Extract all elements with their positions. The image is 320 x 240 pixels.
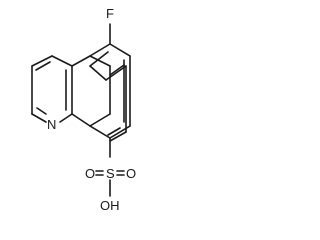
bond-c3-c4 (31, 55, 53, 67)
bond-outer-bottom (89, 125, 111, 139)
chemical-structure-diagram: F N S O O OH (31, 6, 136, 213)
bond-c6-c7 (105, 65, 127, 81)
bond-c4-c4a (51, 55, 73, 67)
oxygen-top-atom-label: O (85, 166, 95, 181)
bond-outer-top (89, 43, 111, 57)
bond-c4a-c5-upper (89, 55, 111, 67)
bond-c8-c8a (109, 131, 127, 142)
bond-c7-c8a-lower (71, 113, 91, 127)
bond-n1-c2-inner (36, 107, 47, 115)
bond-c6-c7-lower (89, 113, 111, 127)
bond-c8-c8a-inner (107, 127, 121, 136)
bond-c8a-c4a-upper (71, 55, 91, 67)
bond-c5-c6 (89, 65, 107, 81)
bond-c6-c7-inner (109, 64, 125, 76)
bond-n1-c2 (31, 113, 47, 123)
bond-c4a-c5 (89, 51, 109, 67)
nitrogen-atom-label: N (47, 117, 56, 132)
fluorine-atom-label: F (106, 6, 114, 21)
oxygen-right-atom-label: O (126, 166, 136, 181)
sulfur-atom-label: S (106, 166, 115, 181)
bond-n1-c8a (59, 113, 73, 123)
bond-c3-c4-inner (35, 61, 51, 71)
bond-outer-top-right (109, 43, 131, 57)
hydroxyl-atom-label: OH (100, 198, 120, 213)
bond-outer-bottom-right (109, 125, 131, 139)
